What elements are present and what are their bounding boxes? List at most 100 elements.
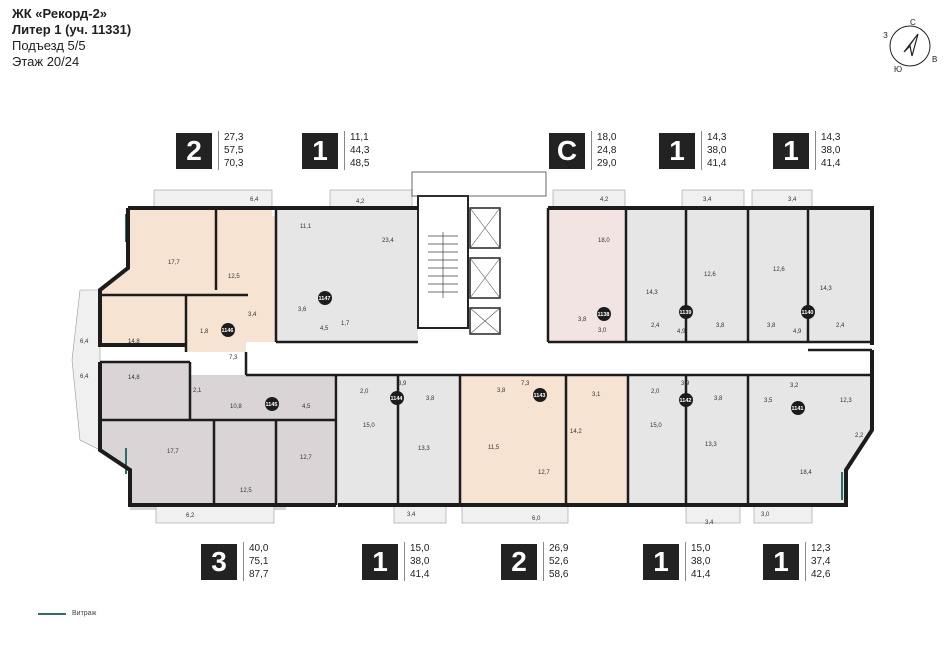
room-area: 3,0 — [598, 328, 607, 334]
unit-marker-1138: 1138 — [597, 307, 611, 321]
apartment-card-2-top[interactable]: 2 27,3 57,5 70,3 — [176, 131, 243, 170]
compass-icon: С З Ю В — [883, 18, 937, 74]
svg-text:1143: 1143 — [534, 393, 546, 399]
total-area: 52,6 — [549, 556, 569, 567]
balcony — [155, 504, 275, 524]
area-list: 26,9 52,6 58,6 — [543, 542, 568, 581]
room-area: 3,8 — [497, 388, 506, 394]
balcony — [751, 189, 813, 209]
total-area: 44,3 — [350, 145, 370, 156]
room-area: 12,7 — [538, 470, 550, 476]
area-with-balcony: 41,4 — [410, 569, 430, 580]
total-area: 38,0 — [691, 556, 711, 567]
rooms-badge: 1 — [763, 543, 799, 580]
liter-label: Литер 1 (уч. 11331) — [12, 22, 132, 37]
room-area: 2,0 — [360, 389, 369, 395]
area-list: 15,0 38,0 41,4 — [685, 542, 710, 581]
vitrage-legend-label: Витраж — [72, 610, 97, 617]
room-area: 14,3 — [820, 286, 832, 292]
apartment-1143-area[interactable] — [460, 375, 628, 505]
svg-text:1144: 1144 — [391, 396, 404, 402]
area-with-balcony: 41,4 — [707, 158, 727, 169]
svg-text:1146: 1146 — [222, 328, 234, 334]
room-area: 7,3 — [229, 355, 238, 361]
room-area: 3,8 — [714, 396, 723, 402]
rooms-badge: С — [549, 132, 585, 169]
room-area: 3,9 — [681, 381, 690, 387]
room-area: 17,7 — [168, 260, 180, 266]
unit-marker-1144: 1144 — [390, 391, 404, 405]
area-with-balcony: 41,4 — [691, 569, 711, 580]
area-with-balcony: 41,4 — [821, 158, 841, 169]
compass-north: С — [910, 18, 916, 27]
apartment-studio-area[interactable] — [548, 208, 626, 342]
svg-text:1147: 1147 — [319, 296, 331, 302]
room-area: 14,2 — [570, 429, 582, 435]
apartment-1147-area[interactable] — [276, 208, 418, 342]
room-area: 3,4 — [705, 520, 714, 526]
balcony — [71, 289, 101, 451]
room-area: 3,4 — [407, 512, 416, 518]
apartment-card-3[interactable]: 3 40,0 75,1 87,7 — [201, 542, 268, 581]
room-area: 13,3 — [705, 442, 717, 448]
room-area: 14,8 — [128, 375, 140, 381]
svg-text:1145: 1145 — [266, 402, 278, 408]
apartment-card-studio[interactable]: С 18,0 24,8 29,0 — [549, 131, 616, 170]
unit-marker-1142: 1142 — [679, 393, 693, 407]
room-area: 4,2 — [600, 197, 609, 203]
rooms-badge: 1 — [302, 132, 338, 169]
living-area: 14,3 — [821, 132, 841, 143]
room-area: 12,6 — [773, 267, 785, 273]
area-with-balcony: 70,3 — [224, 158, 244, 169]
apartment-1141-area[interactable] — [748, 350, 872, 505]
apartment-1140-area[interactable] — [748, 208, 872, 342]
svg-text:1142: 1142 — [680, 398, 692, 404]
apartment-card-1142[interactable]: 1 15,0 38,0 41,4 — [643, 542, 710, 581]
area-list: 14,3 38,0 41,4 — [815, 131, 840, 170]
apartment-card-1144[interactable]: 1 15,0 38,0 41,4 — [362, 542, 429, 581]
compass-south: Ю — [894, 65, 902, 74]
apartment-card-1139[interactable]: 1 14,3 38,0 41,4 — [659, 131, 726, 170]
balcony — [552, 189, 626, 209]
corridor — [246, 342, 872, 375]
total-area: 38,0 — [410, 556, 430, 567]
apartment-1142-area[interactable] — [628, 375, 748, 505]
room-area: 18,0 — [598, 238, 610, 244]
apartment-1146-area[interactable] — [100, 208, 276, 352]
room-area: 10,8 — [230, 404, 242, 410]
room-area: 3,8 — [716, 323, 725, 329]
room-area: 3,1 — [592, 392, 601, 398]
area-with-balcony: 42,6 — [811, 569, 831, 580]
apartment-card-1141[interactable]: 1 12,3 37,4 42,6 — [763, 542, 830, 581]
room-area: 6,4 — [80, 339, 89, 345]
plan-header: ЖК «Рекорд-2» Литер 1 (уч. 11331) Подъез… — [12, 6, 131, 70]
compass-east: В — [932, 55, 937, 64]
living-area: 18,0 — [597, 132, 617, 143]
svg-text:1138: 1138 — [598, 312, 610, 318]
room-area: 4,5 — [320, 326, 329, 332]
room-area: 3,4 — [703, 197, 712, 203]
rooms-badge: 1 — [659, 132, 695, 169]
apartment-card-1143[interactable]: 2 26,9 52,6 58,6 — [501, 542, 568, 581]
room-area: 3,2 — [790, 383, 799, 389]
room-area: 15,0 — [650, 423, 662, 429]
area-with-balcony: 87,7 — [249, 569, 269, 580]
area-list: 14,3 38,0 41,4 — [701, 131, 726, 170]
room-area: 2,1 — [193, 388, 202, 394]
room-area: 23,4 — [382, 238, 394, 244]
room-area: 2,4 — [836, 323, 845, 329]
apartment-1145-area[interactable] — [100, 362, 336, 510]
area-list: 27,3 57,5 70,3 — [218, 131, 243, 170]
rooms-badge: 1 — [643, 543, 679, 580]
unit-marker-1147: 1147 — [318, 291, 332, 305]
room-area: 7,3 — [521, 381, 530, 387]
apartment-card-1140[interactable]: 1 14,3 38,0 41,4 — [773, 131, 840, 170]
room-area: 4,9 — [677, 329, 686, 335]
living-area: 15,0 — [410, 543, 430, 554]
balcony — [393, 504, 447, 524]
room-area: 15,0 — [363, 423, 375, 429]
room-area: 12,3 — [840, 398, 852, 404]
legend: Витраж — [38, 610, 96, 617]
apartment-card-1147[interactable]: 1 11,1 44,3 48,5 — [302, 131, 369, 170]
